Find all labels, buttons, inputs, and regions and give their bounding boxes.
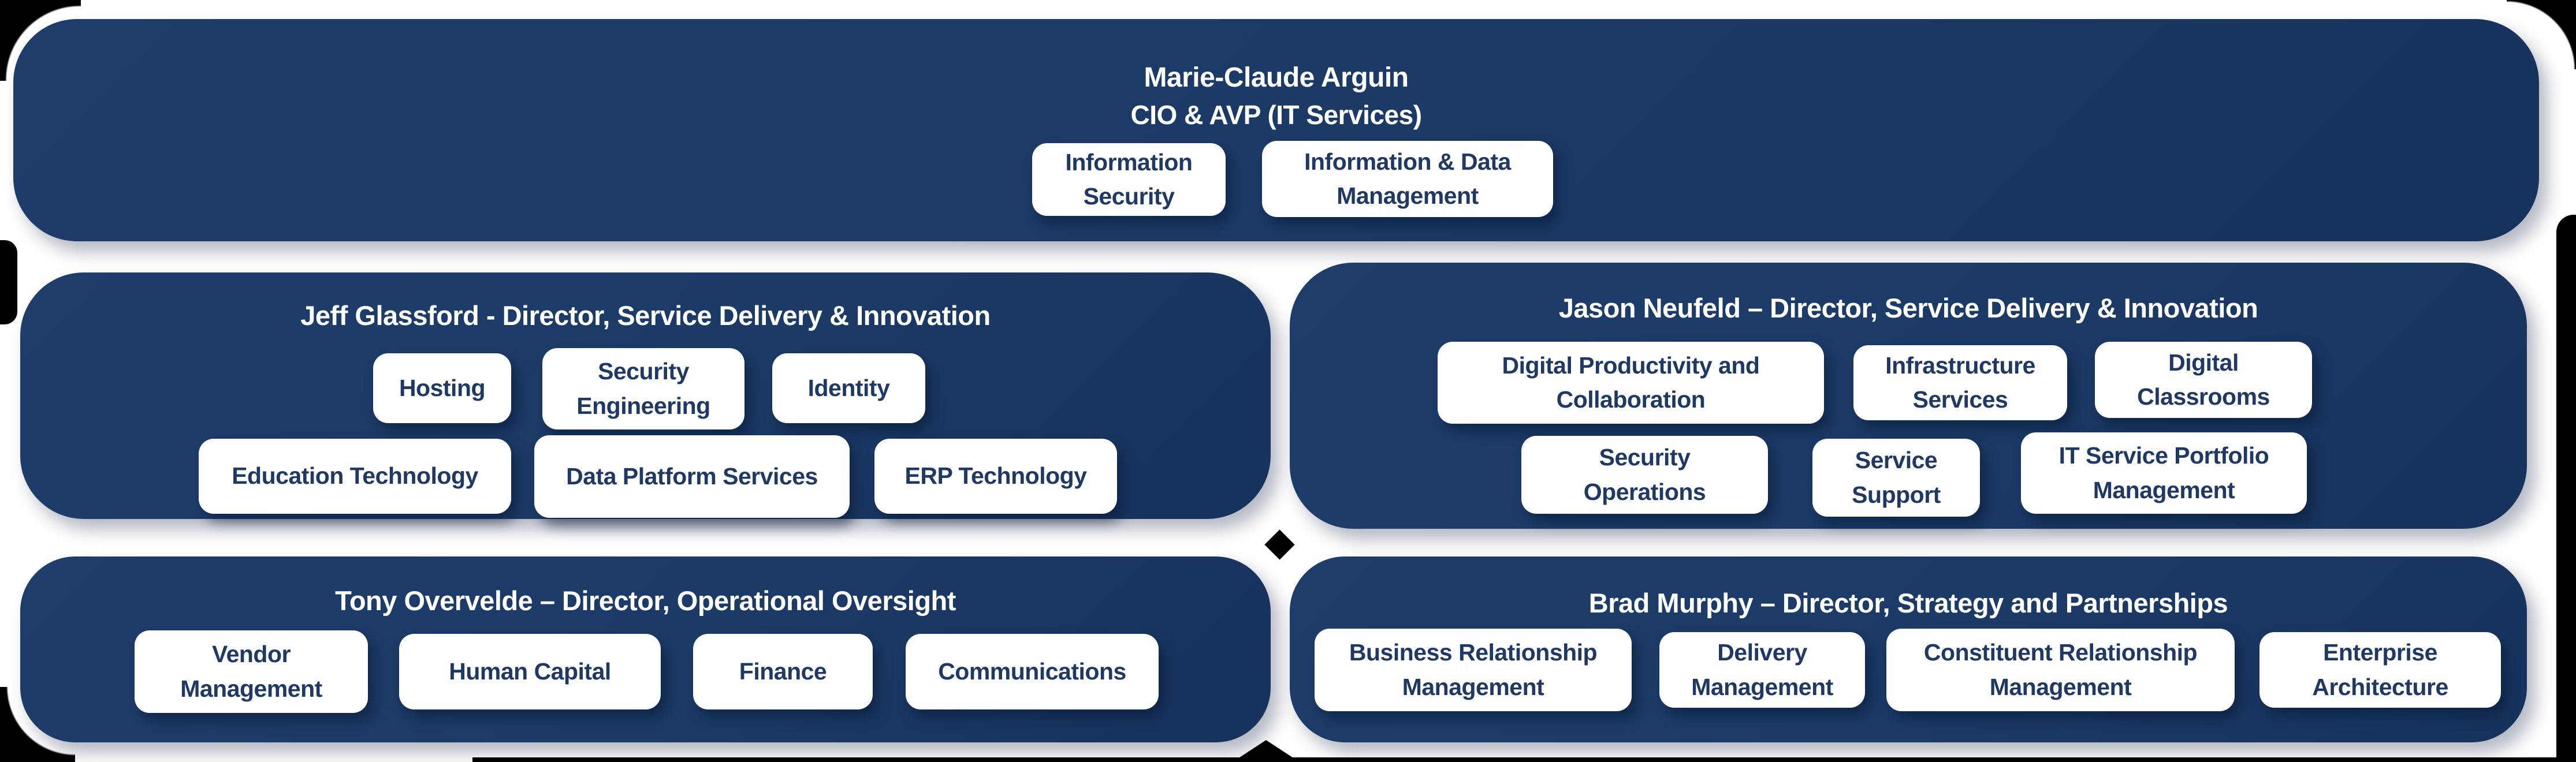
section-title-brad-murphy: Brad Murphy – Director, Strategy and Par… — [1588, 588, 2228, 618]
cio-role: CIO & AVP (IT Services) — [1130, 100, 1422, 130]
cio-name: Marie-Claude Arguin — [1144, 62, 1409, 93]
section-tony-overvelde: Tony Overvelde – Director, Operational O… — [20, 556, 1271, 742]
section-jason-neufeld: Jason Neufeld – Director, Service Delive… — [1290, 263, 2527, 529]
chip-business-relationship-management: Business Relationship Management — [1315, 629, 1632, 711]
chip-data-platform-services: Data Platform Services — [534, 435, 850, 518]
chip-hosting: Hosting — [373, 353, 511, 423]
section-title-jeff-glassford: Jeff Glassford - Director, Service Deliv… — [300, 300, 991, 331]
black-left-edge-sliver — [0, 240, 17, 324]
center-diamond-marker — [1264, 529, 1295, 560]
chip-digital-productivity-collaboration: Digital Productivity and Collaboration — [1438, 342, 1824, 424]
section-title-jason-neufeld: Jason Neufeld – Director, Service Delive… — [1558, 293, 2258, 323]
section-jeff-glassford: Jeff Glassford - Director, Service Deliv… — [20, 272, 1271, 519]
chip-identity: Identity — [772, 353, 925, 423]
chip-it-service-portfolio-management: IT Service Portfolio Management — [2021, 432, 2307, 514]
black-right-edge-strip — [2556, 215, 2576, 762]
black-bottom-edge-line — [472, 757, 2576, 762]
chip-security-operations: Security Operations — [1521, 436, 1768, 514]
chip-finance: Finance — [693, 634, 873, 709]
cio-box: Marie-Claude Arguin CIO & AVP (IT Servic… — [13, 19, 2539, 241]
chip-human-capital: Human Capital — [399, 634, 661, 709]
chip-infrastructure-services: Infrastructure Services — [1853, 345, 2067, 420]
black-corner-top-right — [2507, 0, 2576, 69]
bottom-edge-triangle — [1233, 740, 1300, 762]
chip-delivery-management: Delivery Management — [1659, 632, 1865, 708]
chip-information-security: Information Security — [1032, 143, 1226, 216]
chip-service-support: Service Support — [1812, 439, 1980, 517]
chip-security-engineering: Security Engineering — [542, 348, 744, 429]
chip-constituent-relationship-management: Constituent Relationship Management — [1886, 629, 2235, 711]
black-corner-bottom-left — [0, 687, 75, 762]
chip-erp-technology: ERP Technology — [874, 439, 1117, 514]
black-corner-top-left — [0, 0, 81, 81]
chip-digital-classrooms: Digital Classrooms — [2095, 342, 2312, 418]
chip-enterprise-architecture: Enterprise Architecture — [2259, 632, 2501, 708]
chip-communications: Communications — [906, 634, 1159, 709]
chip-information-data-management: Information & Data Management — [1262, 141, 1553, 217]
section-title-tony-overvelde: Tony Overvelde – Director, Operational O… — [335, 585, 956, 616]
chip-vendor-management: Vendor Management — [135, 630, 368, 713]
section-brad-murphy: Brad Murphy – Director, Strategy and Par… — [1290, 556, 2527, 742]
chip-education-technology: Education Technology — [199, 439, 511, 514]
